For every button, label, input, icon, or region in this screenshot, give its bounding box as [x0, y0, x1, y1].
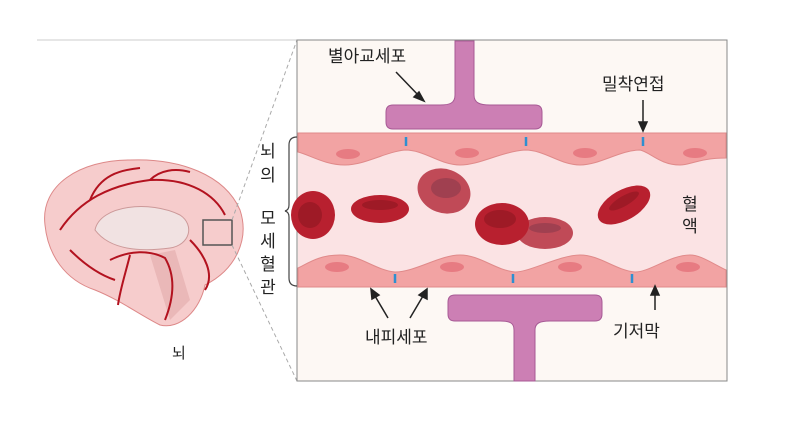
label-astrocyte: 별아교세포	[328, 47, 407, 67]
zoom-box	[202, 219, 233, 246]
label-tight-junction: 밀착연접	[602, 75, 665, 95]
capillary-brace	[284, 136, 298, 287]
bottom-wall	[297, 254, 727, 288]
label-basement-membrane: 기저막	[613, 322, 660, 342]
label-brain: 뇌	[172, 344, 186, 362]
pointer-arrows	[370, 71, 661, 319]
tight-junctions	[393, 137, 645, 283]
label-blood: 혈액	[682, 195, 698, 237]
red-blood-cells	[291, 168, 651, 249]
zoom-line-top	[231, 39, 298, 221]
label-endothelial-cell: 내피세포	[365, 328, 428, 348]
label-brain-of: 뇌의	[260, 142, 276, 186]
nuclei	[325, 148, 707, 272]
astrocyte-bottom	[447, 294, 603, 382]
brain-illustration	[44, 159, 244, 327]
label-capillary: 모세혈관	[260, 209, 276, 298]
astrocyte-top	[385, 40, 543, 130]
